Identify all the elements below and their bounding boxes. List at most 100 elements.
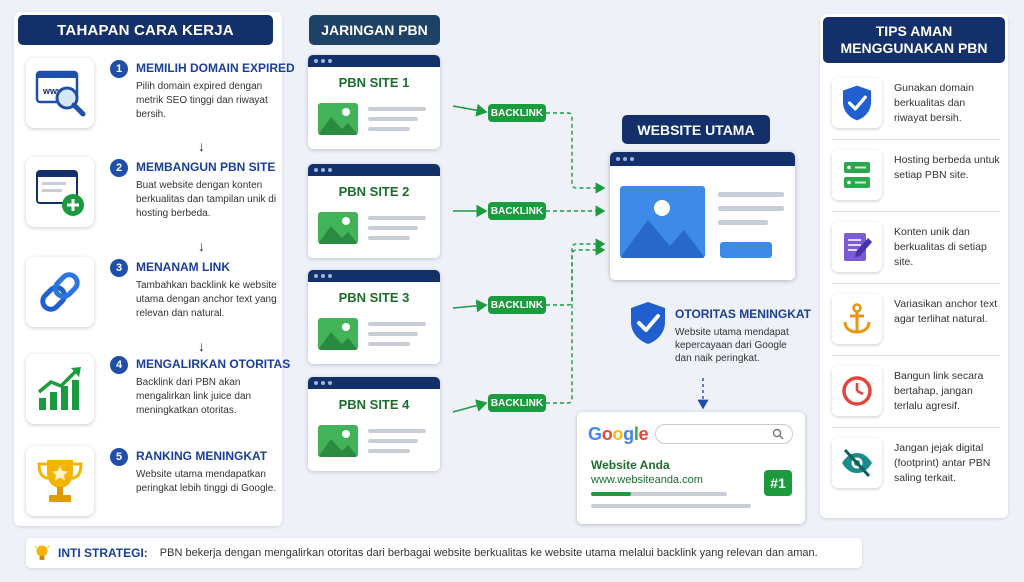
tip-item: Bangun link secara bertahap, jangan terl… [832,356,1000,428]
result-title: Website Anda [591,458,670,472]
text-lines [368,322,428,352]
pbn-site-card: PBN SITE 4 [308,377,440,471]
pbn-site-title: PBN SITE 1 [338,75,410,90]
lightbulb-icon [34,545,50,560]
step-1: www. 1 MEMILIH DOMAIN EXPIRED Pilih doma… [26,58,295,136]
step-5: 5 RANKING MENINGKAT Website utama mendap… [26,446,282,524]
backlink-badge: BACKLINK [488,394,546,412]
pbn-site-title: PBN SITE 4 [338,397,410,412]
tip-item: Jangan jejak digital (footprint) antar P… [832,428,1000,500]
search-bar [655,424,793,444]
image-placeholder-icon [318,103,358,135]
step-description: Pilih domain expired dengan metrik SEO t… [136,81,268,120]
step-description: Website utama mendapatkan peringkat lebi… [136,469,277,494]
step-2: 2 MEMBANGUN PBN SITE Buat website dengan… [26,157,282,235]
tip-item: Konten unik dan berkualitas di setiap si… [832,212,1000,284]
main-website-title: WEBSITE UTAMA [622,115,770,144]
text-lines [368,107,428,137]
trophy-icon [26,446,94,516]
backlink-badge: BACKLINK [488,202,546,220]
window-bar [308,270,440,282]
step-title: MEMILIH DOMAIN EXPIRED [136,61,295,75]
google-result-card: Google Website Anda www.websiteanda.com … [577,412,805,524]
image-placeholder-icon [318,318,358,350]
step-description: Backlink dari PBN akan mengalirkan link … [136,377,252,416]
step-title: MENGALIRKAN OTORITAS [136,357,291,371]
text-lines [368,429,428,459]
tip-text: Jangan jejak digital (footprint) antar P… [894,442,991,484]
tip-item: Gunakan domain berkualitas dan riwayat b… [832,68,1000,140]
step-description: Tambahkan backlink ke website utama deng… [136,280,277,319]
pbn-network-title: JARINGAN PBN [309,15,440,45]
strategy-footer: INTI STRATEGI: PBN bekerja dengan mengal… [26,538,862,568]
pbn-site-title: PBN SITE 2 [338,184,410,199]
down-arrow-icon: ↓ [198,238,205,254]
tips-title-line: MENGGUNAKAN PBN [840,40,988,56]
shield-check-icon [628,300,668,351]
step-description: Buat website dengan konten berkualitas d… [136,180,277,219]
strategy-label: INTI STRATEGI: [58,546,148,560]
main-website-card [610,152,795,280]
tip-text: Variasikan anchor text agar terlihat nat… [894,298,998,325]
result-url: www.websiteanda.com [591,474,703,486]
eye-hidden-icon [832,438,882,488]
backlink-badge: BACKLINK [488,296,546,314]
step-number: 3 [110,259,128,277]
tip-text: Konten unik dan berkualitas di setiap si… [894,226,987,268]
rank-badge: #1 [764,470,792,496]
anchor-icon [832,294,882,344]
step-4: 4 MENGALIRKAN OTORITAS Backlink dari PBN… [26,354,290,432]
result-line [591,504,751,508]
backlink-badge: BACKLINK [488,104,546,122]
server-icon [832,150,882,200]
pbn-site-card: PBN SITE 1 [308,55,440,149]
pbn-site-card: PBN SITE 2 [308,164,440,258]
growth-chart-icon [26,354,94,424]
down-arrow-icon: ↓ [198,138,205,154]
image-placeholder-icon [318,212,358,244]
cta-button-shape [720,242,772,258]
step-title: MENANAM LINK [136,260,230,274]
pbn-site-title: PBN SITE 3 [338,290,410,305]
workflow-title: TAHAPAN CARA KERJA [18,15,273,45]
step-number: 5 [110,448,128,466]
window-bar [610,152,795,166]
step-number: 1 [110,60,128,78]
image-placeholder-icon [318,425,358,457]
step-title: RANKING MENINGKAT [136,449,268,463]
tip-text: Hosting berbeda untuk setiap PBN site. [894,154,1000,181]
workflow-panel: TAHAPAN CARA KERJA www. 1 MEMILIH DOMAIN… [14,12,295,526]
result-line [591,492,727,496]
tip-text: Bangun link secara bertahap, jangan terl… [894,370,984,412]
down-arrow-icon: ↓ [198,338,205,354]
window-bar [308,164,440,176]
authority-description: Website utama mendapat kepercayaan dari … [675,327,789,364]
window-bar [308,377,440,389]
search-icon [772,428,784,440]
pbn-site-card: PBN SITE 3 [308,270,440,364]
window-bar [308,55,440,67]
strategy-text: PBN bekerja dengan mengalirkan otoritas … [159,547,818,559]
domain-search-icon: www. [26,58,94,128]
shield-check-icon [832,78,882,128]
step-title: MEMBANGUN PBN SITE [136,160,276,174]
step-number: 2 [110,159,128,177]
authority-title: OTORITAS MENINGKAT [675,307,811,321]
step-number: 4 [110,356,128,374]
text-lines [368,216,428,246]
tip-item: Hosting berbeda untuk setiap PBN site. [832,140,1000,212]
step-3: 3 MENANAM LINK Tambahkan backlink ke web… [26,257,282,335]
add-site-icon [26,157,94,227]
tip-text: Gunakan domain berkualitas dan riwayat b… [894,82,974,124]
clock-icon [832,366,882,416]
chain-link-icon [26,257,94,327]
image-placeholder-icon [620,186,705,258]
edit-document-icon [832,222,882,272]
google-logo: Google [588,424,649,444]
tips-title-line: TIPS AMAN [875,23,953,39]
svg-text:www.: www. [42,86,66,96]
tip-item: Variasikan anchor text agar terlihat nat… [832,284,1000,356]
